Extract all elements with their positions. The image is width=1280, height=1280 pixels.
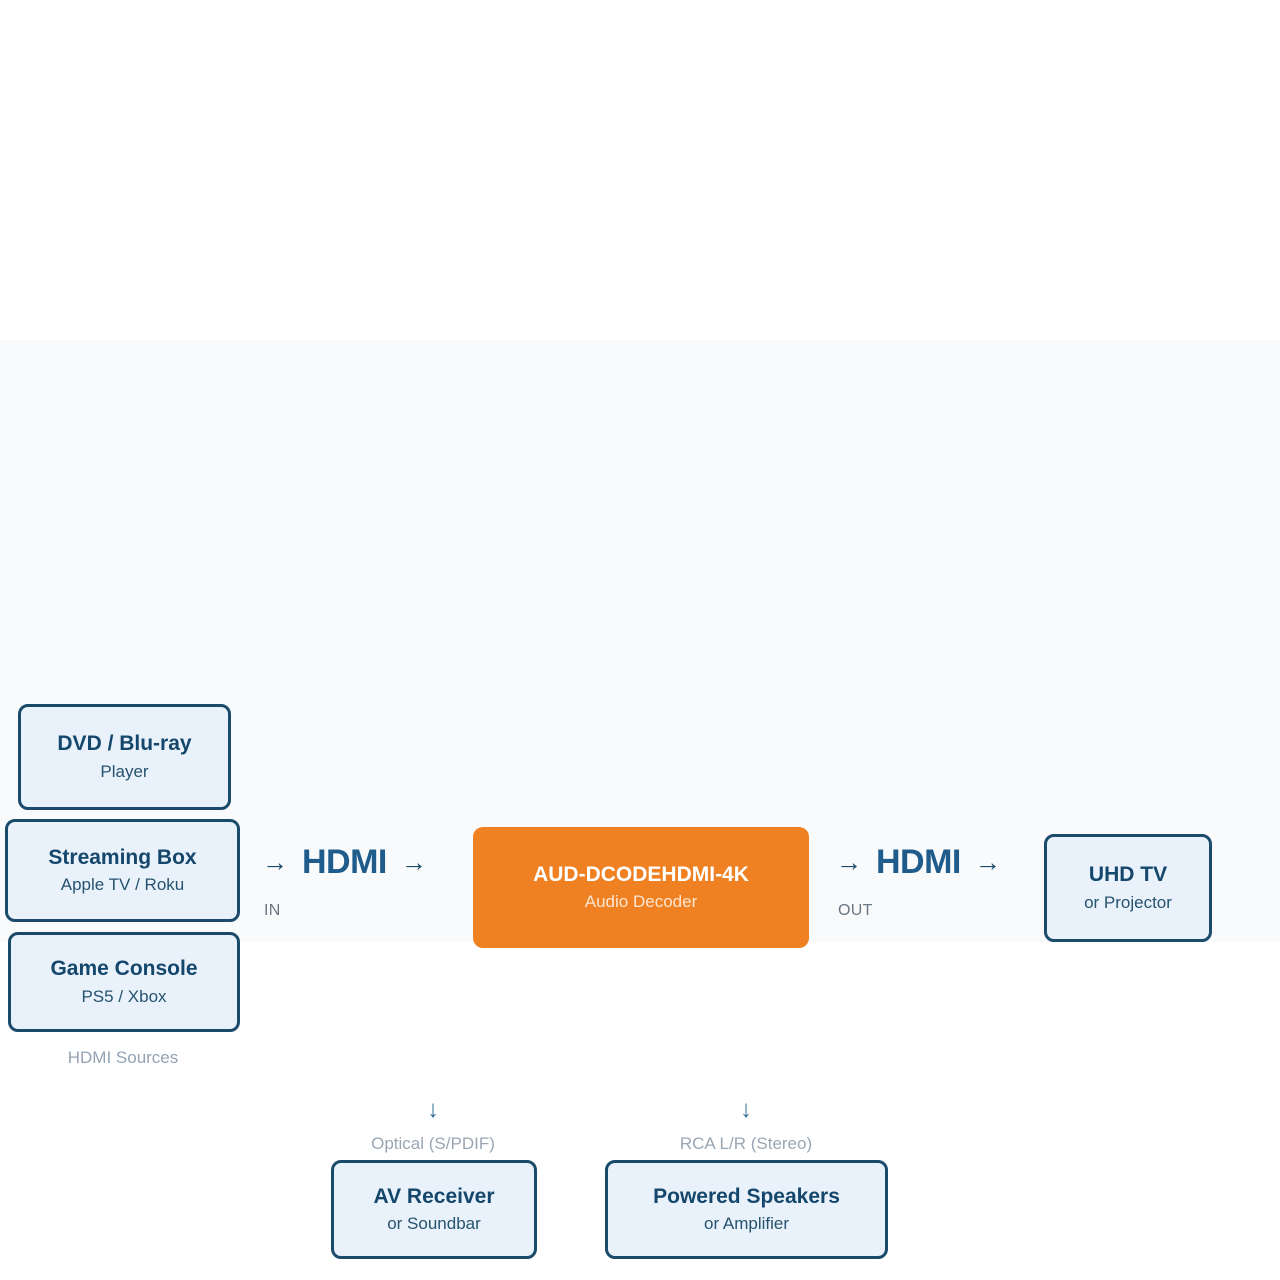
hdmi-input-port-label: IN [264,902,281,919]
audio-decoder-box[interactable]: AUD-DCODEHDMI-4K Audio Decoder [473,827,809,948]
hdmi-output-row: → HDMI → [836,845,1001,879]
arrow-down-icon: ↓ [427,1096,439,1123]
audio-connection-label: RCA L/R (Stereo) [679,1134,813,1153]
display-subtitle: or Projector [1084,892,1172,912]
display-title: UHD TV [1088,863,1168,887]
arrow-right-icon: → [974,847,1001,877]
source-subtitle: Apple TV / Roku [60,875,185,895]
source-subtitle: PS5 / Xbox [81,986,167,1006]
hdmi-output-port-label: OUT [838,902,873,919]
hdmi-output-link: → HDMI → OUT [836,845,1001,920]
source-title: Streaming Box [48,845,197,869]
source-box-streaming-box[interactable]: Streaming Box Apple TV / Roku [5,819,240,922]
arrow-right-icon: → [400,847,427,877]
arrow-down-icon: ↓ [739,1096,752,1123]
decoder-role-label: Audio Decoder [584,892,698,911]
audio-device-box-av-receiver[interactable]: AV Receiver or Soundbar [331,1160,537,1259]
hdmi-input-label: HDMI [302,843,387,881]
hdmi-input-link: → HDMI → IN [262,845,427,920]
diagram-panel: DVD / Blu-ray Player Streaming Box Apple… [0,340,1280,1259]
source-title: DVD / Blu-ray [57,732,192,756]
source-box-dvd-bluray[interactable]: DVD / Blu-ray Player [18,704,231,810]
arrow-right-icon: → [836,847,862,877]
audio-device-subtitle: or Amplifier [703,1214,790,1234]
arrow-right-icon: → [262,847,288,877]
audio-device-title: AV Receiver [373,1184,495,1208]
audio-device-box-powered-speakers[interactable]: Powered Speakers or Amplifier [605,1160,888,1259]
source-box-game-console[interactable]: Game Console PS5 / Xbox [8,932,240,1032]
hdmi-output-label: HDMI [876,843,961,881]
audio-output-link-optical: ↓ Optical (S/PDIF) [371,1098,495,1154]
source-title: Game Console [50,957,198,981]
audio-output-link-rca: ↓ RCA L/R (Stereo) [680,1098,812,1154]
display-box-uhd-tv[interactable]: UHD TV or Projector [1044,834,1212,942]
audio-device-title: Powered Speakers [653,1184,840,1208]
audio-device-subtitle: or Soundbar [387,1214,481,1234]
audio-connection-label: Optical (S/PDIF) [371,1134,495,1153]
hdmi-sources-caption: HDMI Sources [67,1048,179,1067]
decoder-model-label: AUD-DCODEHDMI-4K [533,863,749,886]
source-subtitle: Player [100,761,149,781]
hdmi-input-row: → HDMI → [262,845,427,879]
